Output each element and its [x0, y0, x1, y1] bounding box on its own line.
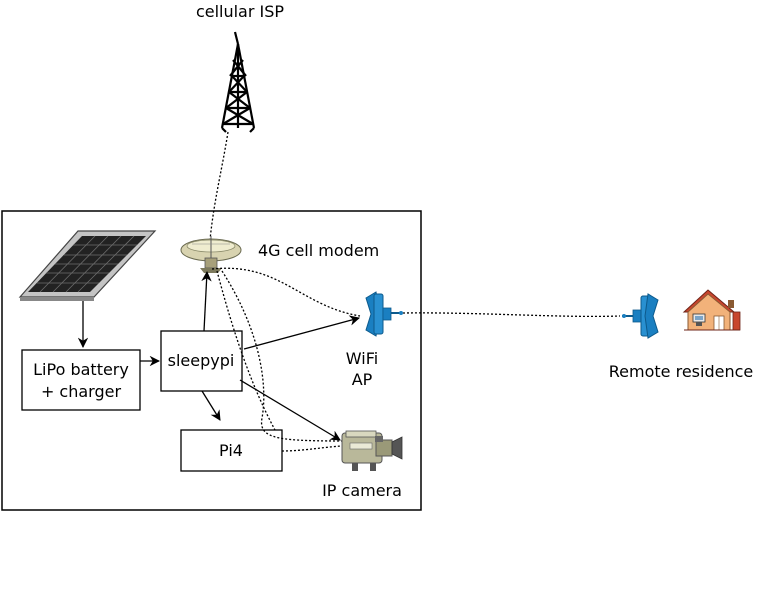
arrow-sleepypi-wifi — [243, 315, 361, 350]
sleepypi-label: sleepypi — [168, 351, 235, 370]
cell-modem-label: 4G cell modem — [258, 241, 379, 260]
house-icon — [682, 289, 741, 331]
link-wifi-remote — [402, 312, 621, 318]
link-tower-modem — [209, 131, 229, 241]
wifi-label-line1: WiFi — [346, 349, 378, 368]
battery-label-line1: LiPo battery — [33, 360, 129, 379]
cell-tower-icon — [220, 31, 256, 133]
pi4-box — [180, 429, 283, 472]
video-camera-icon — [341, 430, 403, 471]
sleepypi-box — [160, 330, 243, 392]
arrow-sleepypi-modem — [201, 270, 212, 332]
remote-antenna-icon — [622, 293, 659, 339]
wifi-antenna-icon — [365, 291, 403, 337]
enclosure-box — [1, 210, 422, 511]
pi4-label: Pi4 — [219, 441, 243, 460]
battery-label-line2: + charger — [41, 382, 122, 401]
satellite-dish-icon — [180, 236, 242, 273]
arrow-sleepypi-pi4 — [201, 390, 221, 421]
wifi-label-line2: AP — [352, 370, 373, 389]
link-modem-pi4 — [216, 270, 276, 431]
link-pi4-camera — [281, 445, 346, 452]
remote-residence-label: Remote residence — [609, 362, 753, 381]
solar-panel-icon — [18, 230, 157, 301]
ip-camera-label: IP camera — [322, 481, 402, 500]
lipo-battery-box — [21, 349, 141, 411]
link-modem-wifi — [211, 267, 361, 317]
cellular-isp-label: cellular ISP — [196, 2, 284, 21]
